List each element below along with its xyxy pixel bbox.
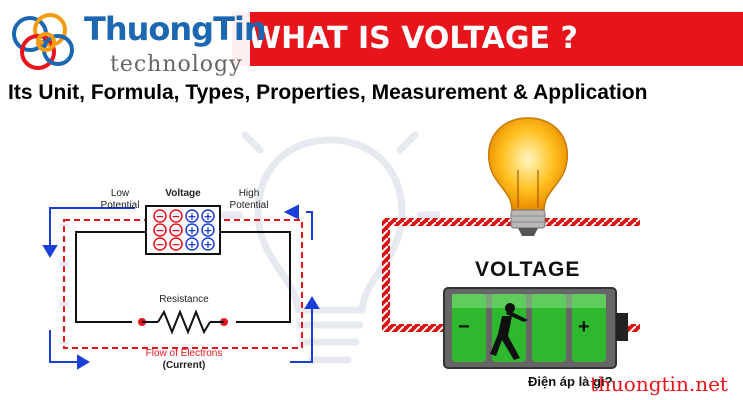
charge-circle: [185, 223, 199, 237]
charge-symbol: −: [171, 210, 180, 223]
charge-circle: [169, 237, 183, 251]
site-watermark: thuongtin.net: [590, 372, 728, 396]
charge-symbol: −: [155, 238, 164, 251]
arrow-left-icon: [283, 204, 299, 220]
page-title: WHAT IS VOLTAGE ?: [248, 21, 578, 56]
charge-grid: −−++−−++−−++: [153, 209, 215, 251]
brand-name: ThuongTin: [84, 10, 267, 48]
battery-minus-sign: −: [458, 316, 470, 338]
charge-symbol: +: [203, 238, 212, 251]
vietnamese-caption: Điện áp là gì?: [528, 374, 613, 389]
pushing-man-icon: [490, 303, 528, 360]
resistance-label: Resistance: [159, 294, 209, 305]
arrow-right-icon: [77, 354, 90, 370]
light-bulb-icon: [488, 117, 568, 236]
brand-logo: ThuongTin technology: [0, 0, 267, 84]
circuit-diagram: −−++−−++−−++ Low Potential Voltage High …: [40, 180, 330, 385]
current-label: (Current): [162, 360, 206, 371]
charge-symbol: +: [203, 210, 212, 223]
charge-circle: [169, 209, 183, 223]
battery-icon: [443, 287, 628, 369]
battery-voltage-label: VOLTAGE: [475, 258, 581, 281]
brand-tagline: technology: [110, 52, 243, 77]
arrow-up-icon: [304, 296, 320, 309]
charge-symbol: +: [187, 210, 196, 223]
logo-rings-icon: [12, 13, 74, 70]
high-potential-label: High Potential: [229, 188, 269, 211]
title-banner: WHAT IS VOLTAGE ?: [232, 12, 743, 66]
charge-circle: [169, 223, 183, 237]
charge-symbol: +: [203, 224, 212, 237]
charge-symbol: −: [171, 238, 180, 251]
charge-symbol: +: [187, 224, 196, 237]
charge-symbol: −: [155, 224, 164, 237]
charge-symbol: −: [171, 224, 180, 237]
charge-circle: [185, 237, 199, 251]
low-potential-label: Low Potential: [100, 188, 140, 211]
resistor-symbol: [157, 309, 211, 335]
page-subtitle: Its Unit, Formula, Types, Properties, Me…: [8, 81, 648, 104]
charge-circle: [185, 209, 199, 223]
bulb-battery-illustration: [382, 117, 640, 369]
arrow-down-icon: [42, 245, 58, 258]
charge-symbol: +: [187, 238, 196, 251]
charge-circle: [153, 237, 167, 251]
charge-symbol: −: [155, 210, 164, 223]
charge-circle: [201, 209, 215, 223]
charge-circle: [153, 223, 167, 237]
flow-of-electrons-label: Flow of Electrons: [145, 348, 223, 359]
charge-circle: [201, 237, 215, 251]
voltage-box-label: Voltage: [165, 188, 201, 199]
charge-circle: [153, 209, 167, 223]
battery-plus-sign: +: [578, 316, 590, 338]
charge-circle: [201, 223, 215, 237]
circuit-drawing: −−++−−++−−++: [42, 204, 320, 370]
